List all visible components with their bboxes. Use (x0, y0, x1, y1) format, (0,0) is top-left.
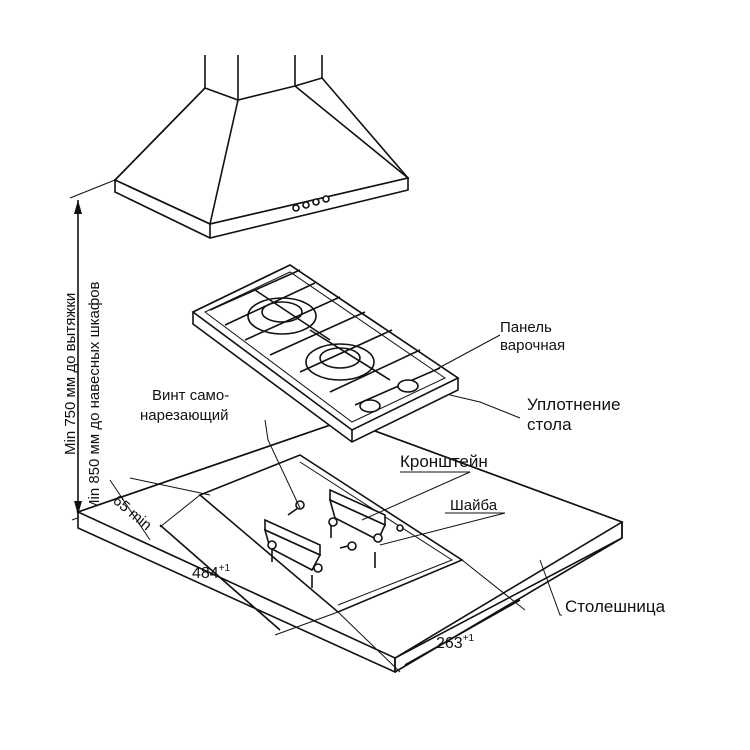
height-dimension (69, 179, 141, 521)
control-knobs (359, 379, 419, 413)
screw-label-2: нарезающий (140, 407, 229, 424)
panel-label-1: Панель (500, 319, 552, 336)
pan-supports (209, 269, 441, 406)
hood-control-buttons (292, 195, 330, 212)
screws (267, 500, 404, 588)
screw-label-1: Винт само- (152, 387, 229, 404)
cutout-width-label: 263+1 (436, 633, 475, 652)
burner-front (305, 343, 375, 381)
height-hood-label: Min 750 мм до вытяжки (62, 293, 79, 455)
brackets (263, 488, 387, 572)
range-hood (113, 55, 410, 239)
height-cabinets-label: Min 850 мм до навесных шкафов (86, 281, 103, 512)
cutout-depth-label: 484+1 (192, 563, 231, 582)
burner-back (247, 297, 317, 335)
washer-label: Шайба (450, 497, 498, 514)
countertop-label: Столешница (565, 597, 666, 616)
seal-label-1: Уплотнение (527, 395, 620, 414)
panel-label-2: варочная (500, 337, 565, 354)
seal-label-2: стола (527, 415, 572, 434)
dimension-lines (109, 477, 526, 673)
leader-lines (264, 334, 562, 616)
gas-hob (191, 264, 460, 443)
bracket-label: Кронштейн (400, 452, 488, 471)
